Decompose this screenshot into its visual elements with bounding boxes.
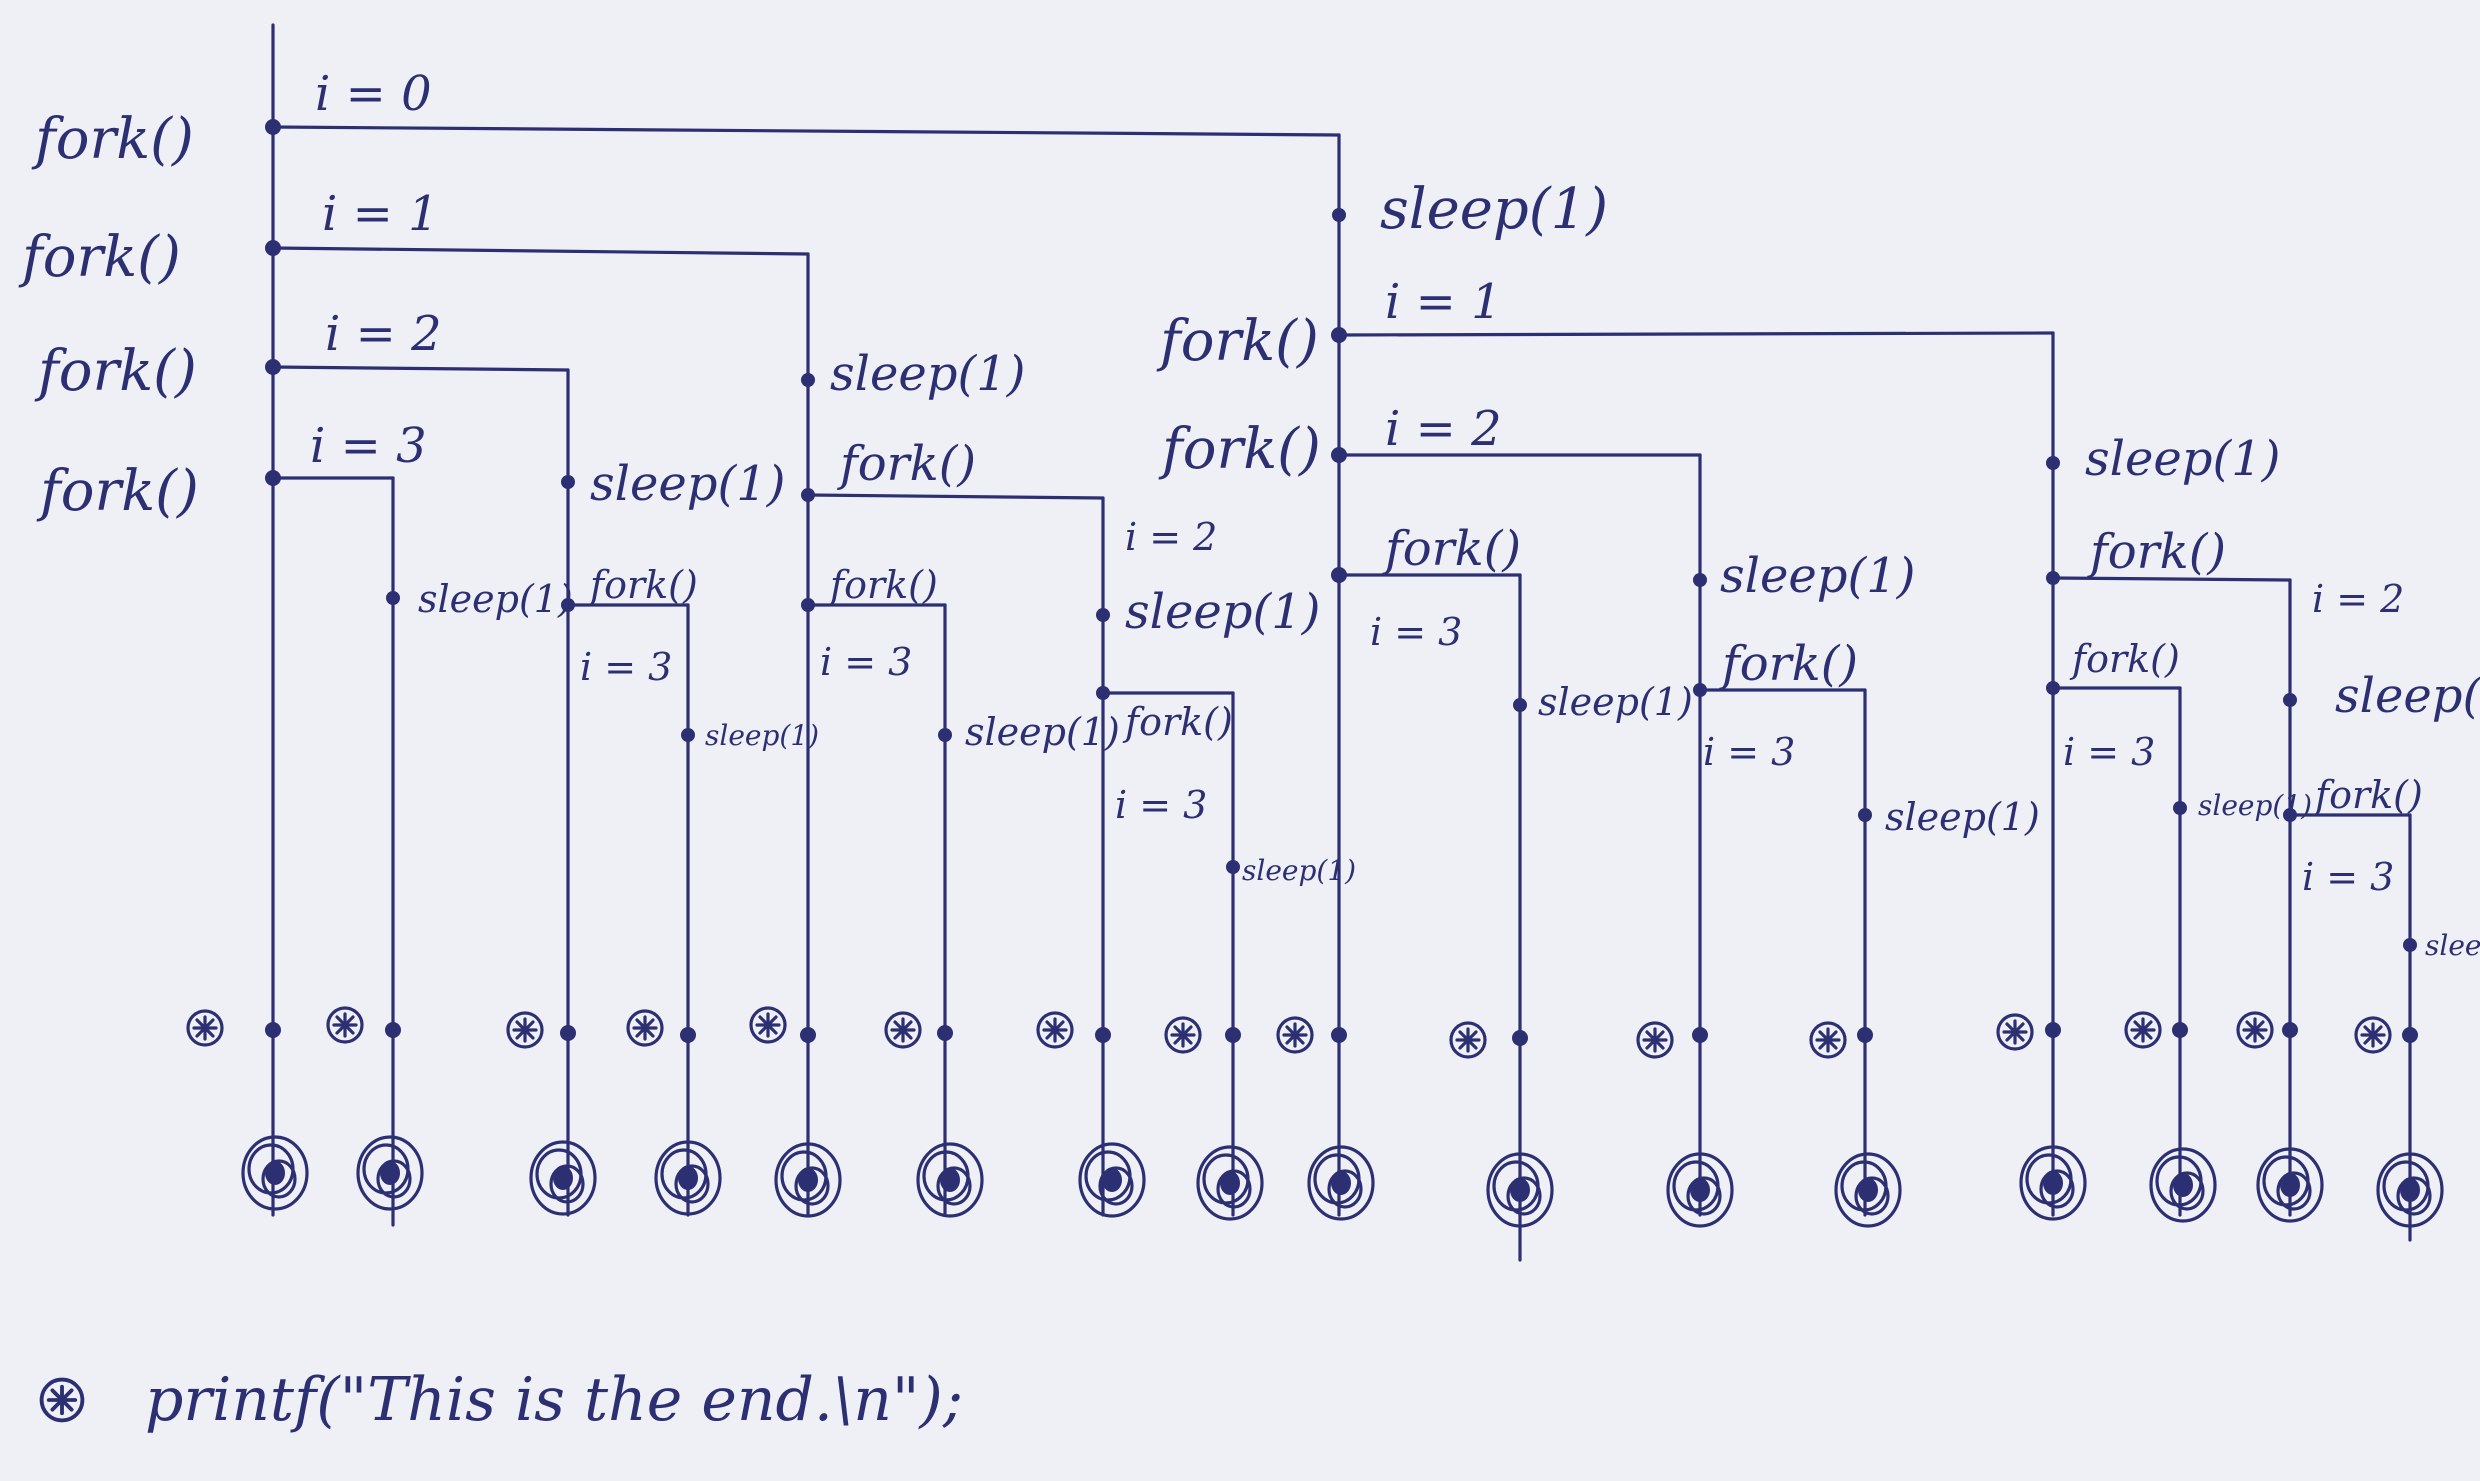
fork-label: fork() [2312, 773, 2423, 817]
sleep-label: sleep(1) [965, 710, 1120, 754]
asterisk-circle-icon [1636, 1021, 1674, 1059]
sleep-label: sleep(1) [418, 577, 573, 621]
iteration-label: i = 0 [315, 66, 432, 122]
iteration-label: i = 3 [1115, 783, 1207, 827]
asterisk-circle-icon [626, 1009, 664, 1047]
iteration-label: i = 1 [1385, 274, 1502, 330]
asterisk-circle-icon [1164, 1016, 1202, 1054]
sleep-label: sleep(1) [1125, 584, 1321, 640]
asterisk-circle-icon [1036, 1011, 1074, 1049]
legend-text: printf("This is the end.\n"); [145, 1365, 963, 1435]
asterisk-circle-icon [326, 1006, 364, 1044]
iteration-label: i = 2 [325, 306, 442, 362]
fork-label: fork() [2069, 637, 2180, 681]
sleep-label: sleep(1) [1538, 680, 1693, 724]
fork-label: fork() [1156, 309, 1319, 374]
sleep-label: sleep(1) [830, 346, 1026, 402]
iteration-label: i = 3 [820, 640, 912, 684]
asterisk-circle-icon [1449, 1021, 1487, 1059]
print-dots [265, 1022, 2418, 1046]
fork-label: fork() [31, 107, 194, 172]
asterisk-circle-icon [506, 1011, 544, 1049]
sleep-label: sleep(1) [590, 456, 786, 512]
iteration-label: i = 3 [580, 645, 672, 689]
fork-labels: fork() fork() fork() fork() fork() fork(… [18, 107, 2423, 817]
sleep-label: sleep(1) [2085, 431, 2281, 487]
fork-label: fork() [34, 339, 197, 404]
sleep-label: sleep(1) [2425, 929, 2480, 962]
iteration-labels: i = 0 i = 1 i = 2 i = 3 i = 3 i = 3 i = … [310, 66, 2404, 899]
fork-label: fork() [2087, 524, 2226, 580]
event-dots [265, 119, 2417, 952]
sleep-label: sleep(1) [1380, 177, 1608, 242]
fork-label: fork() [837, 436, 976, 492]
fork-label: fork() [1158, 417, 1321, 482]
iteration-label: i = 3 [2302, 855, 2394, 899]
asterisk-circle-icon [1276, 1016, 1314, 1054]
iteration-label: i = 2 [1125, 515, 1217, 559]
sleep-label: sleep(1) [1720, 548, 1916, 604]
asterisk-circle-icon [749, 1006, 787, 1044]
sleep-label: sleep(1) [1242, 854, 1356, 887]
asterisk-circle-icon [186, 1009, 224, 1047]
iteration-label: i = 1 [322, 186, 439, 242]
iteration-label: i = 3 [1703, 730, 1795, 774]
sleep-label: sleep(1) [2198, 789, 2312, 822]
fork-label: fork() [827, 563, 938, 607]
iteration-label: i = 2 [1385, 401, 1502, 457]
fork-label: fork() [1122, 700, 1233, 744]
sleep-label: sleep(1) [1885, 795, 2040, 839]
sleep-label: sleep(1) [705, 719, 819, 752]
asterisk-circle-icon [1809, 1021, 1847, 1059]
asterisk-circle-icon [2236, 1011, 2274, 1049]
legend: printf("This is the end.\n"); [39, 1365, 963, 1435]
asterisk-circle-icon [884, 1011, 922, 1049]
fork-label: fork() [1382, 521, 1521, 577]
iteration-label: i = 3 [1370, 610, 1462, 654]
asterisk-circle-icon [1996, 1013, 2034, 1051]
iteration-label: i = 3 [2063, 730, 2155, 774]
fork-label: fork() [36, 459, 199, 524]
asterisk-circle-icon [2124, 1011, 2162, 1049]
fork-label: fork() [587, 563, 698, 607]
asterisk-circle-icon [39, 1377, 85, 1423]
iteration-label: i = 2 [2312, 577, 2404, 621]
iteration-label: i = 3 [310, 418, 427, 474]
sleep-label: sleep(1) [2335, 668, 2480, 724]
fork-label: fork() [18, 225, 181, 290]
asterisk-circle-icon [2354, 1016, 2392, 1054]
sleep-labels: sleep(1) sleep(1) sleep(1) sleep(1) slee… [418, 177, 2480, 962]
fork-label: fork() [1719, 636, 1858, 692]
